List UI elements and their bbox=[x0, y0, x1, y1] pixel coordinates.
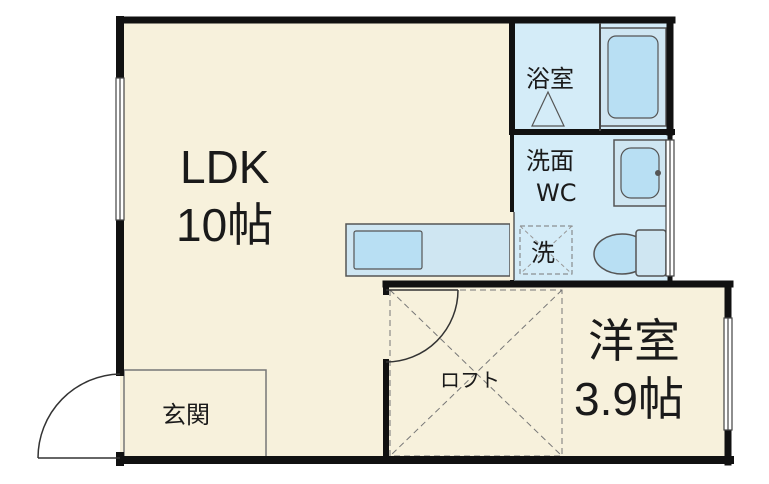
washroom-label: 洗面 bbox=[526, 147, 574, 175]
bath-label: 浴室 bbox=[526, 65, 574, 93]
front-door bbox=[37, 373, 121, 459]
western-room-door bbox=[385, 289, 459, 363]
entrance-floor bbox=[123, 369, 267, 459]
kitchen-counter bbox=[345, 223, 511, 277]
western-room-size: 3.9帖 bbox=[574, 373, 684, 425]
toilet bbox=[593, 229, 667, 277]
window-western-right bbox=[723, 317, 733, 431]
bath-door-mark bbox=[531, 90, 565, 127]
window-washroom-right bbox=[665, 139, 675, 277]
walls bbox=[116, 16, 734, 466]
western-room-floor bbox=[386, 284, 728, 460]
washer-space bbox=[519, 225, 573, 275]
ldk-name: LDK bbox=[180, 141, 270, 193]
washroom-door bbox=[510, 212, 515, 280]
ldk-size: 10帖 bbox=[176, 199, 274, 251]
entrance-label: 玄関 bbox=[162, 401, 210, 429]
window-ldk-left bbox=[115, 77, 125, 221]
wash-basin bbox=[613, 139, 667, 207]
loft-label: ロフト bbox=[440, 368, 500, 392]
western-room-name: 洋室 bbox=[588, 315, 680, 367]
toilet-label: WC bbox=[536, 179, 577, 207]
washer-label: 洗 bbox=[531, 239, 555, 267]
bathtub bbox=[599, 27, 667, 127]
